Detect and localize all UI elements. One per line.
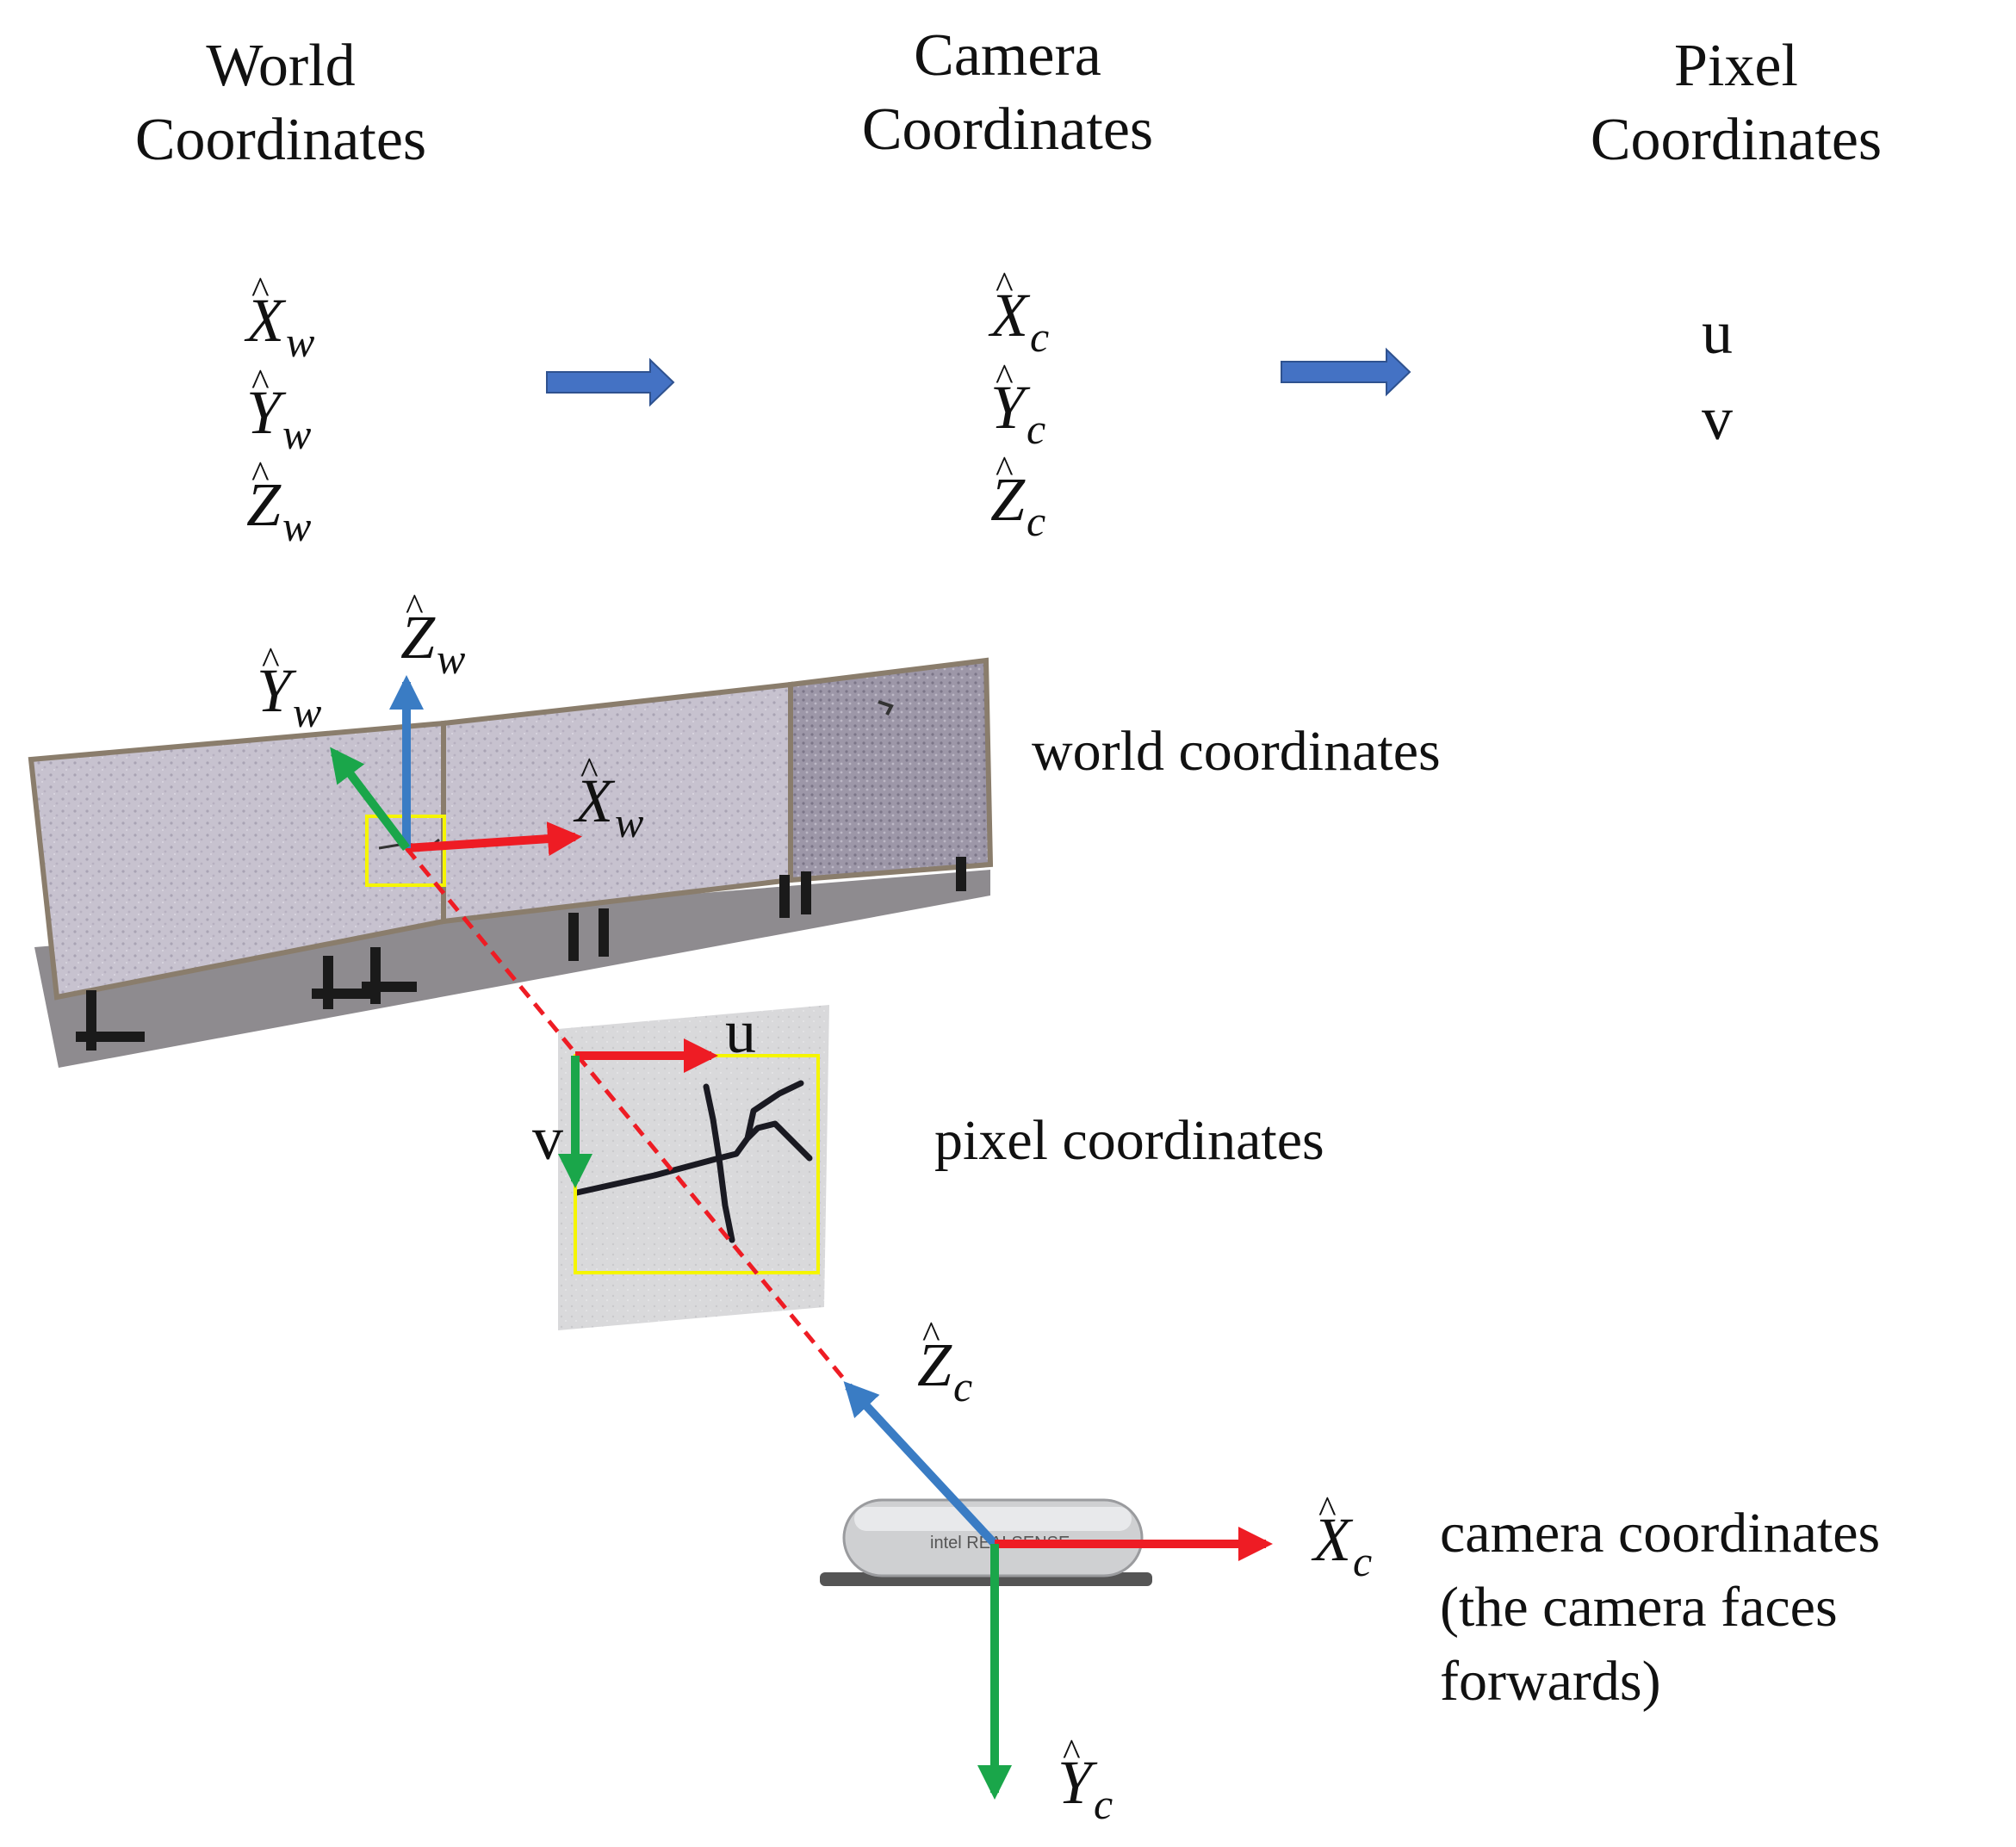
- camera-label-line3: forwards): [1440, 1650, 1661, 1713]
- camera-label-line2: (the camera faces: [1440, 1576, 1838, 1639]
- pixel-coordinates-header: Pixel Coordinates: [1512, 29, 1960, 177]
- camera-var-y: Yc: [990, 335, 1049, 456]
- world-z-axis-label: Zw: [400, 565, 465, 686]
- camera-header-line2: Coordinates: [861, 96, 1154, 163]
- world-y-axis-label: Yw: [257, 618, 321, 740]
- camera-variable-list: Xc Yc Zc: [990, 243, 1049, 549]
- camera-z-axis-label: Zc: [917, 1292, 972, 1414]
- flow-arrow-world-to-camera: [546, 357, 675, 407]
- wall-shadow-floor: [34, 870, 990, 1068]
- wall-panel-right: [788, 657, 994, 883]
- world-variable-list: Xw Yw Zw: [246, 248, 314, 554]
- camera-var-z: Zc: [990, 427, 1049, 549]
- flow-arrow-camera-to-pixel: [1281, 347, 1411, 397]
- pixel-u-axis-label: u: [725, 997, 756, 1066]
- pixel-variable-list: u v: [1702, 289, 1733, 462]
- world-var-z: Zw: [246, 432, 314, 554]
- pixel-patch-crack: [574, 1080, 813, 1243]
- world-coordinates-label: world coordinates: [1032, 720, 1441, 783]
- camera-x-axis-label: Xc: [1313, 1467, 1372, 1589]
- wall-photo: [28, 657, 994, 1068]
- pixel-header-line2: Coordinates: [1590, 107, 1883, 173]
- world-y-axis-arrow: [330, 747, 410, 852]
- camera-label-line1: camera coordinates: [1440, 1502, 1881, 1565]
- pixel-var-u: u: [1702, 298, 1733, 367]
- world-var-y: Yw: [246, 340, 314, 462]
- projection-ray: [405, 846, 847, 1383]
- camera-y-axis-label: Yc: [1058, 1710, 1113, 1832]
- pixel-v-axis-label: v: [532, 1104, 563, 1173]
- world-x-axis-arrow: [406, 821, 582, 857]
- camera-coordinates-label: camera coordinates (the camera faces for…: [1440, 1497, 1880, 1719]
- world-header-line1: World: [206, 33, 356, 99]
- pixel-coordinates-label: pixel coordinates: [934, 1109, 1324, 1172]
- world-coordinates-header: World Coordinates: [57, 29, 505, 177]
- wall-stand-legs: [76, 857, 966, 1051]
- world-header-line2: Coordinates: [134, 107, 427, 173]
- camera-z-axis-arrow: [843, 1381, 998, 1547]
- pixel-var-v: v: [1702, 384, 1733, 453]
- world-x-axis-label: Xw: [575, 728, 643, 850]
- camera-header-line1: Camera: [914, 22, 1101, 89]
- pixel-header-line1: Pixel: [1674, 33, 1798, 99]
- camera-coordinates-header: Camera Coordinates: [784, 19, 1231, 167]
